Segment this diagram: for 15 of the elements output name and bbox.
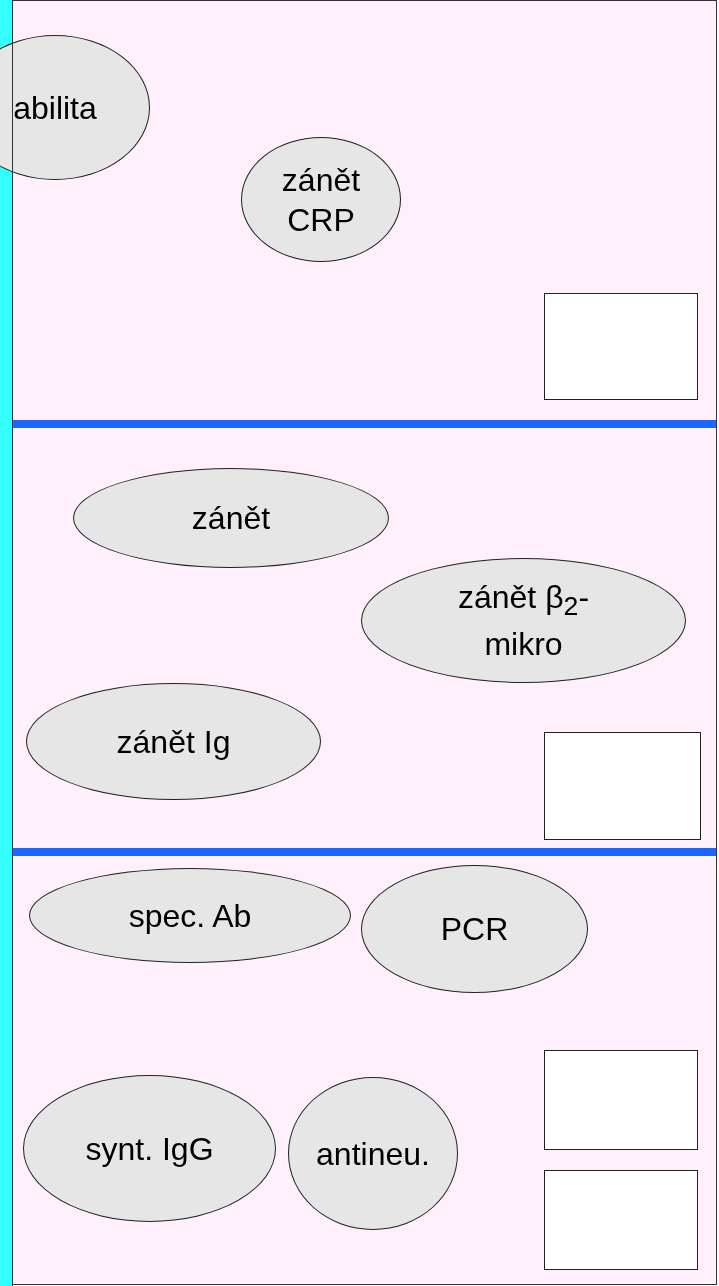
panel-background — [12, 856, 717, 1284]
ellipse-node: zánět β$_{2}$-mikro — [361, 558, 686, 683]
ellipse-node: antineu. — [288, 1077, 458, 1230]
empty-box — [544, 1050, 698, 1150]
empty-box — [544, 1170, 698, 1270]
ellipse-node: zánět CRP — [241, 137, 401, 262]
ellipse-node: synt. IgG — [23, 1075, 276, 1222]
ellipse-node: zánět Ig — [26, 683, 321, 800]
panel-background — [12, 0, 717, 420]
ellipse-node: zánět — [73, 468, 389, 568]
panel-background — [12, 428, 717, 848]
ellipse-node: spec. Ab — [29, 868, 351, 963]
empty-box — [544, 293, 698, 400]
ellipse-node: PCR — [361, 865, 588, 993]
empty-box — [544, 732, 701, 840]
